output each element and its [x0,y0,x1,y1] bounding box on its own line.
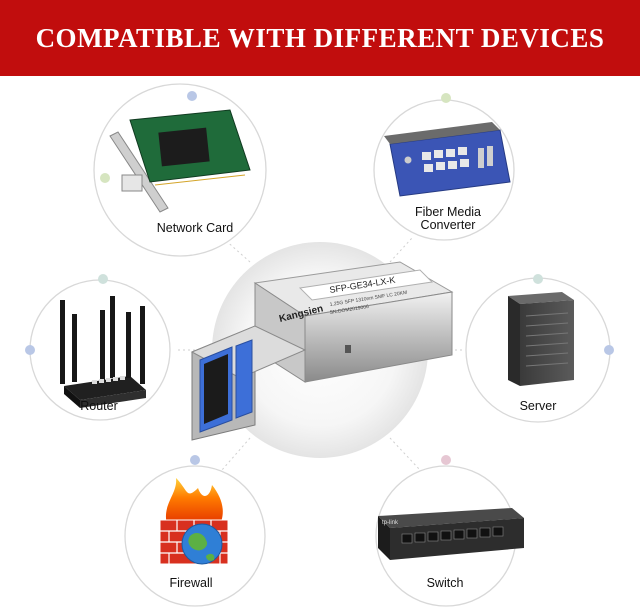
firewall-icon [159,478,229,565]
router-icon [60,296,146,408]
device-label-firewall: Firewall [169,576,213,590]
sfp-module: SFP-GE34-LX-K Kangsien 1.25G SFP 1310nm … [190,261,454,441]
banner-title: COMPATIBLE WITH DIFFERENT DEVICES [35,22,605,53]
ring-dots [25,91,614,465]
device-label-media-converter-line2: Converter [420,218,476,232]
switch-icon: tp-link [378,508,524,560]
network-card-icon [109,109,251,213]
device-label-media-converter-line1: Fiber Media [415,205,481,219]
switch-brand-text: tp-link [382,520,399,526]
device-label-switch: Switch [426,576,464,590]
device-label-router: Router [80,399,118,413]
device-compatibility-diagram: SFP-GE34-LX-K Kangsien 1.25G SFP 1310nm … [25,83,614,607]
header-banner: COMPATIBLE WITH DIFFERENT DEVICES [0,0,640,76]
server-icon [508,292,574,386]
device-label-server: Server [519,399,557,413]
device-label-network-card: Network Card [156,221,234,235]
media-converter-icon [384,122,511,197]
